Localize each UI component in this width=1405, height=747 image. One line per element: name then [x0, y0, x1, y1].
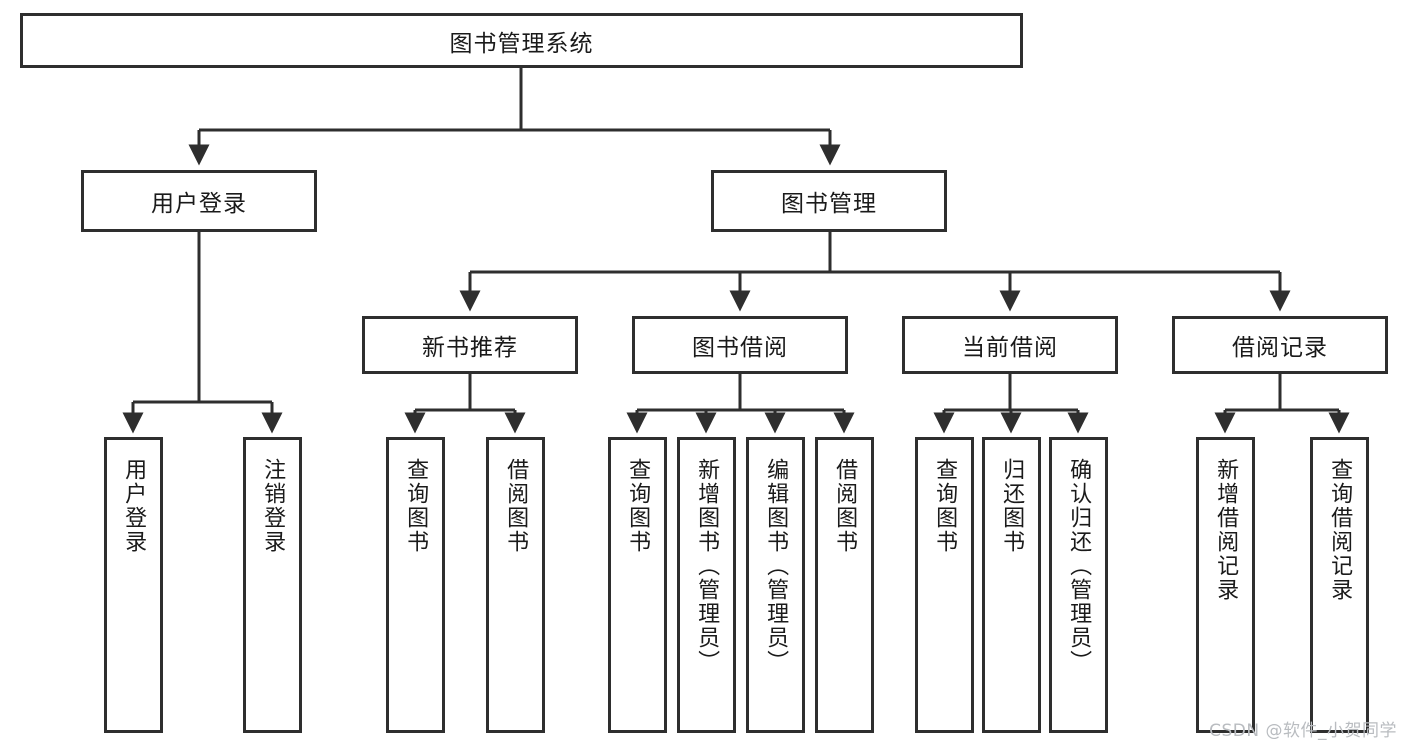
node-label: 借阅图书: [832, 458, 858, 554]
node-label: 归还图书: [999, 458, 1025, 554]
node-label: 查询图书: [932, 458, 958, 554]
node-label: 图书管理: [781, 191, 877, 217]
node-label: 用户登录: [151, 191, 247, 217]
leaf-user-logout[interactable]: 注销登录: [243, 437, 302, 733]
leaf-recommend-query-book[interactable]: 查询图书: [386, 437, 445, 733]
leaf-user-login[interactable]: 用户登录: [104, 437, 163, 733]
leaf-borrow-borrow-book[interactable]: 借阅图书: [815, 437, 874, 733]
node-label: 图书管理系统: [449, 30, 594, 57]
node-user-login[interactable]: 用户登录: [81, 170, 317, 232]
node-book-management[interactable]: 图书管理: [711, 170, 947, 232]
node-label: 查询借阅记录: [1327, 458, 1353, 602]
node-label: 查询图书: [625, 458, 651, 554]
leaf-borrow-add-book[interactable]: 新增图书（管理员）: [677, 437, 736, 733]
node-book-borrow[interactable]: 图书借阅: [632, 316, 848, 374]
node-label: 图书借阅: [692, 335, 788, 361]
node-label: 借阅图书: [503, 458, 529, 554]
node-label: 确认归还（管理员）: [1066, 458, 1092, 674]
node-label: 用户登录: [121, 458, 147, 554]
node-label: 查询图书: [403, 458, 429, 554]
node-current-borrow[interactable]: 当前借阅: [902, 316, 1118, 374]
leaf-current-return-book[interactable]: 归还图书: [982, 437, 1041, 733]
leaf-record-query[interactable]: 查询借阅记录: [1310, 437, 1369, 733]
leaf-current-confirm-return[interactable]: 确认归还（管理员）: [1049, 437, 1108, 733]
node-label: 新增借阅记录: [1213, 458, 1239, 602]
node-root-system[interactable]: 图书管理系统: [20, 13, 1023, 68]
node-label: 新书推荐: [422, 335, 518, 361]
csdn-watermark: CSDN @软件_小贺同学: [1209, 721, 1397, 741]
leaf-borrow-query-book[interactable]: 查询图书: [608, 437, 667, 733]
node-label: 当前借阅: [962, 335, 1058, 361]
node-label: 编辑图书（管理员）: [763, 458, 789, 674]
node-borrow-record[interactable]: 借阅记录: [1172, 316, 1388, 374]
leaf-current-query-book[interactable]: 查询图书: [915, 437, 974, 733]
node-label: 新增图书（管理员）: [694, 458, 720, 674]
leaf-record-add[interactable]: 新增借阅记录: [1196, 437, 1255, 733]
leaf-borrow-edit-book[interactable]: 编辑图书（管理员）: [746, 437, 805, 733]
node-label: 借阅记录: [1232, 335, 1328, 361]
node-label: 注销登录: [260, 458, 286, 554]
node-new-book-recommend[interactable]: 新书推荐: [362, 316, 578, 374]
leaf-recommend-borrow-book[interactable]: 借阅图书: [486, 437, 545, 733]
